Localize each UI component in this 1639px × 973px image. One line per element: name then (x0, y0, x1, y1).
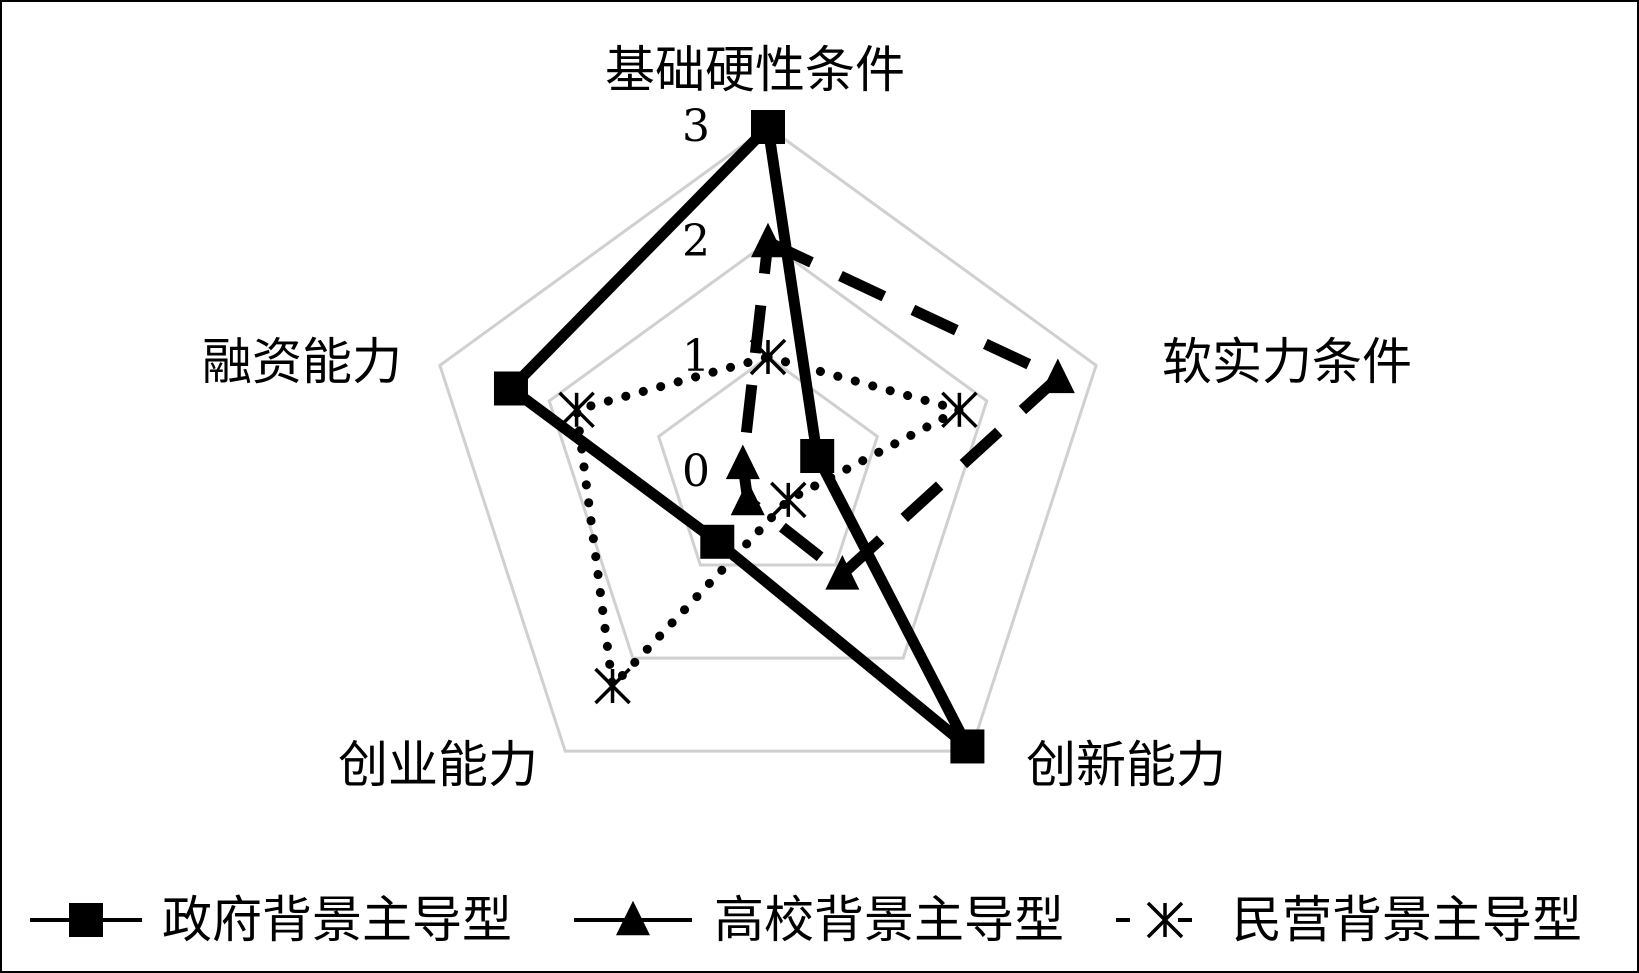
square-marker (700, 524, 735, 559)
square-marker (950, 729, 985, 764)
triangle-marker-icon (616, 900, 650, 936)
series-line (737, 236, 1064, 580)
legend-label: 高校背景主导型 (714, 891, 1064, 949)
tick-label: 3 (682, 101, 710, 152)
triangle-marker (730, 480, 765, 516)
square-marker (69, 903, 103, 937)
grid-ring (547, 240, 989, 660)
series-1 (493, 110, 985, 764)
axis-label: 创业能力 (338, 736, 538, 794)
triangle-marker (825, 555, 860, 590)
series-layer (493, 110, 1075, 764)
asterisk-marker-icon (1146, 901, 1184, 939)
square-marker (493, 371, 528, 406)
tick-label: 2 (682, 216, 710, 267)
square-marker (800, 439, 835, 474)
legend-item: 民营背景主导型 (1116, 891, 1582, 949)
triangle-marker (616, 900, 650, 936)
grid-ring (656, 355, 880, 567)
axis-label: 软实力条件 (1162, 333, 1412, 391)
square-marker-icon (69, 903, 103, 937)
square-marker (751, 110, 785, 144)
grid-ring (438, 125, 1098, 753)
triangle-marker (1040, 358, 1075, 394)
series-line (572, 352, 964, 691)
series-3 (558, 338, 978, 705)
legend-label: 政府背景主导型 (162, 891, 512, 949)
legend-label: 民营背景主导型 (1232, 891, 1582, 949)
series-2 (725, 222, 1075, 590)
triangle-marker (725, 444, 760, 480)
radar-grid (438, 125, 1098, 753)
legend-item: 高校背景主导型 (574, 891, 1064, 949)
triangle-marker (751, 222, 785, 258)
tick-label: 0 (682, 446, 710, 497)
axis-label: 创新能力 (1026, 736, 1226, 794)
axis-label: 基础硬性条件 (605, 41, 905, 99)
legend-item: 政府背景主导型 (30, 891, 512, 949)
series-line (505, 121, 973, 752)
legend: 政府背景主导型 高校背景主导型 民营背景主导型 (30, 891, 1582, 949)
axis-label: 融资能力 (202, 333, 402, 391)
